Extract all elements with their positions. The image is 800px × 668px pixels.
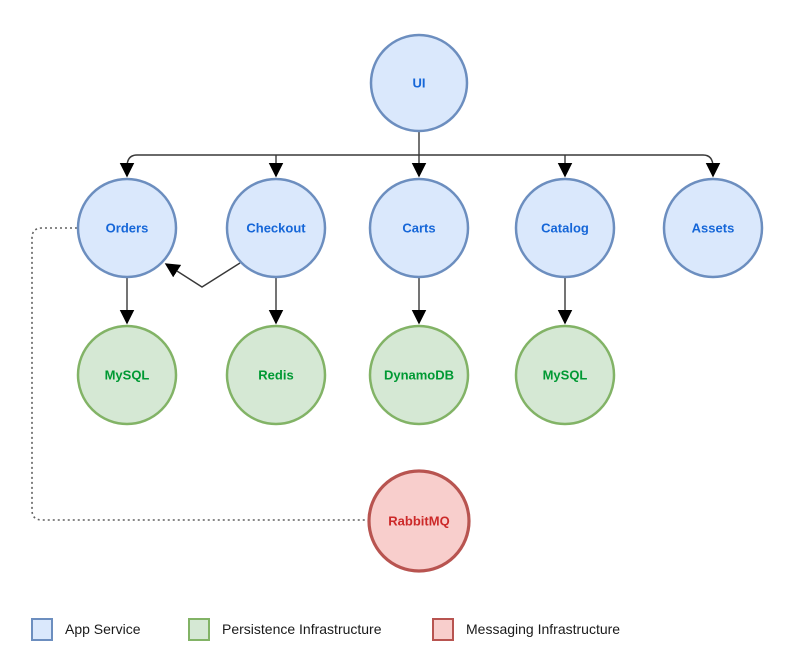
node-redis-label: Redis: [258, 368, 293, 383]
node-checkout-label: Checkout: [246, 221, 306, 236]
node-checkout-circle: [225, 177, 327, 279]
node-catalog-mysql-circle: [514, 324, 616, 426]
node-ui: UI: [369, 33, 469, 133]
edge-checkout-orders: [164, 262, 241, 288]
node-assets-label: Assets: [692, 221, 735, 236]
node-orders-mysql: MySQL: [76, 324, 178, 426]
node-dynamodb-circle: [368, 324, 470, 426]
node-assets-circle: [662, 177, 764, 279]
node-redis: Redis: [225, 324, 327, 426]
architecture-diagram: UI Orders Checkout Carts Catalog Assets …: [31, 33, 764, 573]
node-catalog-label: Catalog: [541, 221, 589, 236]
legend-label: App Service: [65, 621, 141, 637]
node-ui-label: UI: [413, 76, 426, 91]
edges: [31, 131, 721, 521]
node-redis-circle: [225, 324, 327, 426]
node-assets: Assets: [662, 177, 764, 279]
legend-item-persistence-infrastructure: Persistence Infrastructure: [188, 615, 382, 643]
node-orders: Orders: [76, 177, 178, 279]
node-rabbitmq: RabbitMQ: [367, 469, 471, 573]
node-catalog-mysql: MySQL: [514, 324, 616, 426]
node-orders-label: Orders: [106, 221, 149, 236]
messaging-infrastructure-swatch: [432, 617, 454, 641]
legend-item-app-service: App Service: [31, 615, 140, 643]
legend-label: Persistence Infrastructure: [222, 621, 382, 637]
node-dynamodb-label: DynamoDB: [384, 368, 454, 383]
node-checkout: Checkout: [225, 177, 327, 279]
node-carts: Carts: [368, 177, 470, 279]
node-catalog: Catalog: [514, 177, 616, 279]
node-orders-mysql-circle: [76, 324, 178, 426]
node-rabbitmq-circle: [367, 469, 471, 573]
node-ui-circle: [369, 33, 469, 133]
node-dynamodb: DynamoDB: [368, 324, 470, 426]
node-carts-label: Carts: [402, 221, 435, 236]
node-orders-mysql-label: MySQL: [105, 368, 150, 383]
persistence-infrastructure-swatch: [188, 617, 210, 641]
node-catalog-mysql-label: MySQL: [543, 368, 588, 383]
legend-item-messaging-infrastructure: Messaging Infrastructure: [432, 615, 620, 643]
edge-orders-rabbitmq-dashed: [31, 227, 368, 521]
node-catalog-circle: [514, 177, 616, 279]
node-rabbitmq-label: RabbitMQ: [388, 514, 449, 529]
legend-label: Messaging Infrastructure: [466, 621, 621, 637]
node-orders-circle: [76, 177, 178, 279]
node-carts-circle: [368, 177, 470, 279]
edge-ui-bus: [126, 131, 714, 168]
app-service-swatch: [31, 617, 53, 641]
